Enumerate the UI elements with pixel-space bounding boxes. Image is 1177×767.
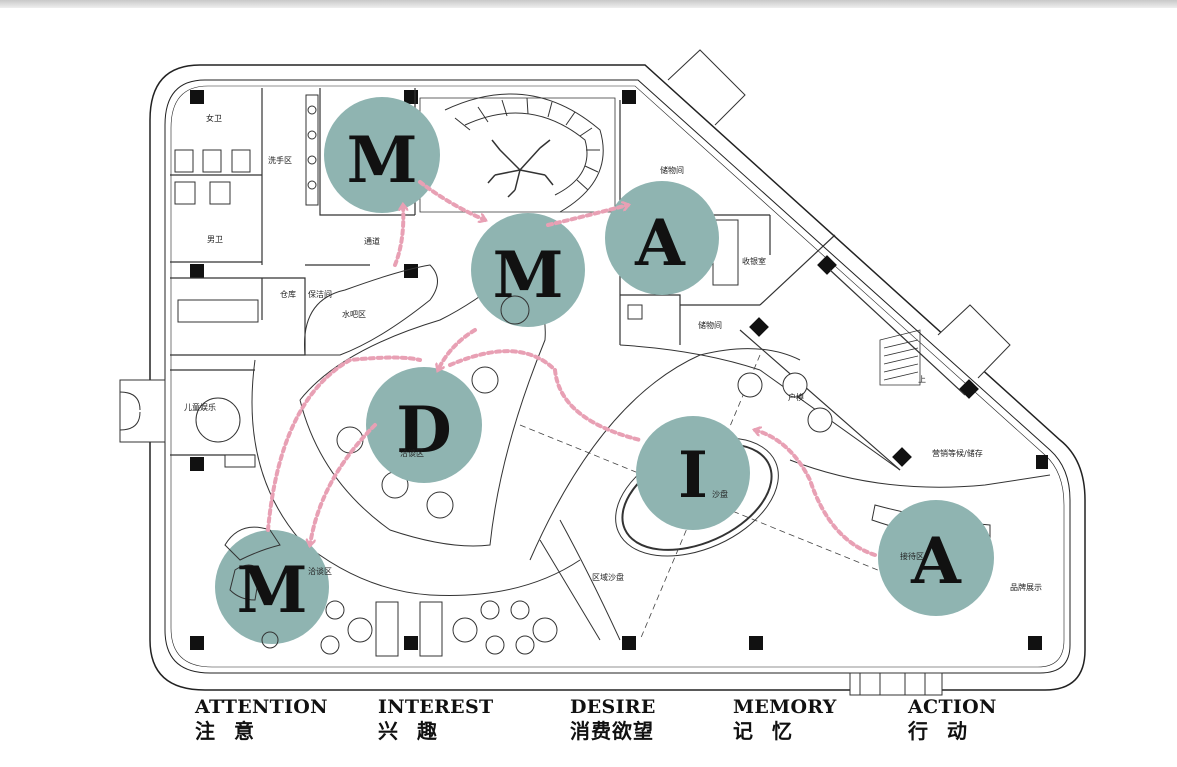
path-arrow-loop-to-i [448, 349, 642, 442]
label-kids-play: 儿童娱乐 [184, 402, 216, 412]
stairs-up [879, 329, 921, 386]
label-wash-area: 洗手区 [268, 155, 292, 165]
stage-memory-zh: 记 忆 [733, 719, 798, 743]
label-regional-sand-table: 区域沙盘 [592, 572, 624, 582]
label-storage-top: 储物间 [660, 165, 684, 175]
label-corridor: 通道 [364, 236, 380, 246]
zone-circle-i [636, 416, 750, 530]
label-negotiation-a: 洽谈区 [400, 448, 424, 458]
stage-desire: DESIRE 消费欲望 [570, 696, 656, 744]
stage-action-en: ACTION [908, 696, 997, 718]
zone-circles [215, 97, 994, 644]
stage-attention: ATTENTION 注 意 [195, 696, 328, 744]
label-storage-mid: 储物间 [698, 320, 722, 330]
stage-desire-en: DESIRE [570, 696, 656, 718]
spiral-staircase [419, 93, 616, 213]
label-water-bar: 水吧区 [342, 309, 366, 319]
zone-circle-m-1 [324, 97, 440, 213]
label-brand-display: 品牌展示 [1010, 582, 1042, 592]
zone-letter-a-2: A [910, 524, 962, 599]
path-arrow-m2-to-d [438, 328, 477, 370]
label-stairs-up: 上 [918, 375, 926, 384]
stage-interest-en: INTEREST [378, 696, 494, 718]
zone-letter-i: I [678, 438, 708, 513]
doors [119, 49, 1011, 696]
stage-interest: INTEREST 兴 趣 [378, 696, 493, 744]
zone-circle-a-1 [605, 181, 719, 295]
zone-letter-d: D [396, 393, 452, 468]
zone-letter-a-1: A [634, 206, 686, 281]
stage-action-zh: 行 动 [908, 719, 973, 743]
zone-circle-d [366, 367, 482, 483]
zone-circle-m-2 [471, 213, 585, 327]
stage-attention-zh: 注 意 [195, 719, 260, 743]
path-arrow-m2-to-a1 [546, 205, 628, 227]
path-arrow-m3-to-up [266, 355, 422, 532]
zone-letter-m-2: M [493, 238, 564, 313]
room-labels: 女卫 男卫 洗手区 通道 仓库 保洁间 水吧区 储物间 收银室 储物间 儿童娱乐… [184, 113, 1042, 592]
label-warehouse: 仓库 [280, 289, 296, 299]
path-arrow-a2-to-i [755, 430, 877, 557]
visitor-path-arrows [266, 180, 877, 557]
zone-letter-m-1: M [347, 123, 418, 198]
label-sales-waiting: 营销等候/储存 [932, 448, 983, 458]
zone-letter-m-3: M [237, 553, 308, 628]
path-arrow-m1-to-m2 [418, 180, 485, 220]
building-outline [149, 64, 1086, 691]
furniture [177, 219, 833, 657]
zone-circle-a-2 [878, 500, 994, 616]
stage-desire-zh: 消费欲望 [570, 719, 654, 743]
over-circle-details [224, 295, 643, 649]
label-reception: 接待区 [900, 551, 924, 561]
toilet-fixtures [174, 94, 319, 206]
label-cleaning-room: 保洁间 [308, 289, 332, 299]
label-negotiation-b: 洽谈区 [308, 566, 332, 576]
path-arrow-d-to-m3 [310, 423, 377, 545]
stage-action: ACTION 行 动 [908, 696, 997, 744]
tree-decoration [487, 139, 554, 198]
label-sand-table: 沙盘 [712, 489, 728, 499]
label-house-model: 户模 [788, 392, 804, 402]
path-arrow-to-m1 [393, 205, 403, 267]
columns [190, 90, 1048, 650]
label-cashier: 收银室 [742, 256, 766, 266]
stage-attention-en: ATTENTION [195, 696, 328, 718]
stage-interest-zh: 兴 趣 [378, 719, 443, 743]
label-mens-toilet: 男卫 [207, 235, 223, 244]
stage-memory: MEMORY 记 忆 [733, 696, 837, 744]
top-bar [0, 0, 1177, 8]
label-womens-toilet: 女卫 [206, 113, 222, 123]
stage-memory-en: MEMORY [733, 696, 837, 718]
zone-letters: M M A D I M A [237, 123, 963, 628]
